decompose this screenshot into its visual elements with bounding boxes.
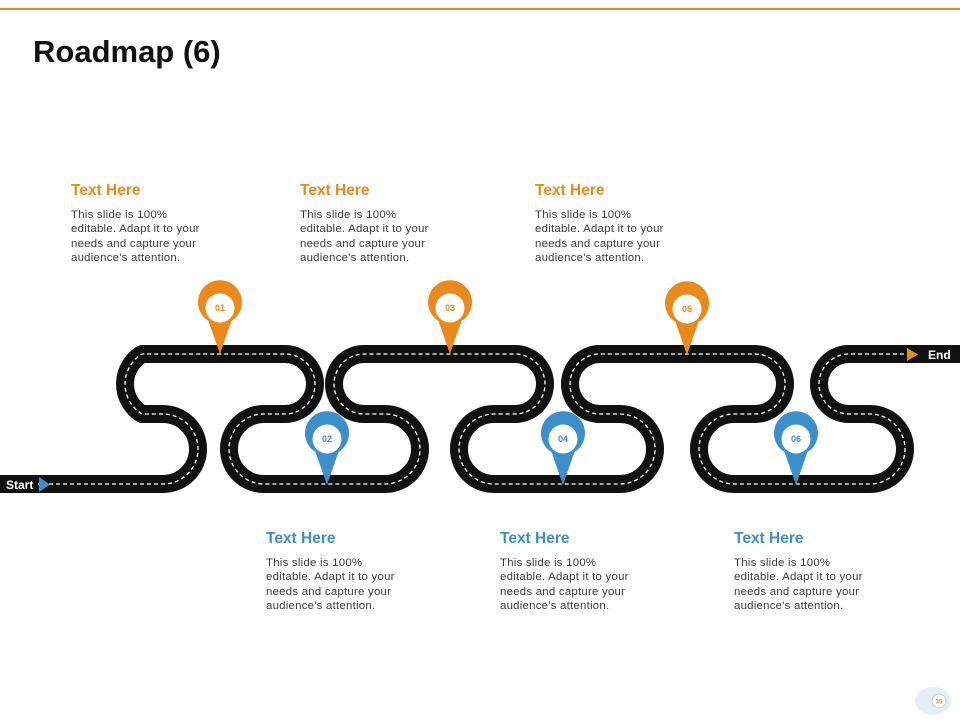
milestone-callout-01: Text Here This slide is 100% editable. A… [71, 182, 211, 266]
milestone-description: This slide is 100% editable. Adapt it to… [535, 209, 664, 265]
pin-number: 01 [215, 303, 225, 313]
milestone-heading: Text Here [300, 182, 370, 199]
end-marker: End [905, 346, 960, 363]
map-pin-icon: 05 [665, 281, 709, 355]
map-pin-icon: 03 [428, 280, 472, 354]
milestone-heading: Text Here [734, 530, 804, 547]
milestone-heading: Text Here [500, 530, 570, 547]
map-pin-icon: 02 [305, 411, 349, 485]
milestone-heading: Text Here [71, 182, 141, 199]
pin-number: 02 [322, 434, 332, 444]
slide-title: Roadmap (6) [33, 34, 221, 69]
milestone-callout-02: Text Here This slide is 100% editable. A… [266, 530, 406, 614]
page-number: 35 [936, 700, 943, 706]
milestone-callout-06: Text Here This slide is 100% editable. A… [734, 530, 874, 614]
start-label: Start [6, 478, 33, 492]
top-accent-rule [0, 8, 960, 10]
page-number-badge: 35 [915, 687, 951, 715]
end-arrow-icon [907, 348, 918, 361]
map-pin-icon: 01 [198, 280, 242, 354]
start-marker: Start [0, 476, 50, 493]
road-center-line [0, 353, 960, 485]
milestone-description: This slide is 100% editable. Adapt it to… [266, 557, 395, 613]
milestone-description: This slide is 100% editable. Adapt it to… [300, 209, 429, 265]
pin-number: 06 [791, 434, 801, 444]
start-arrow-icon [39, 477, 50, 492]
pin-number: 03 [445, 303, 455, 313]
milestone-heading: Text Here [535, 182, 605, 199]
milestone-description: This slide is 100% editable. Adapt it to… [734, 557, 863, 613]
milestone-callout-04: Text Here This slide is 100% editable. A… [500, 530, 640, 614]
road [0, 345, 960, 493]
map-pin-icon: 06 [774, 411, 818, 485]
milestone-heading: Text Here [266, 530, 336, 547]
end-label: End [928, 348, 951, 362]
milestone-callout-03: Text Here This slide is 100% editable. A… [300, 182, 440, 266]
milestone-callout-05: Text Here This slide is 100% editable. A… [535, 182, 675, 266]
milestone-description: This slide is 100% editable. Adapt it to… [71, 209, 200, 265]
pin-number: 05 [682, 304, 692, 314]
map-pin-icon: 04 [541, 411, 585, 485]
milestone-description: This slide is 100% editable. Adapt it to… [500, 557, 629, 613]
pin-number: 04 [558, 434, 568, 444]
